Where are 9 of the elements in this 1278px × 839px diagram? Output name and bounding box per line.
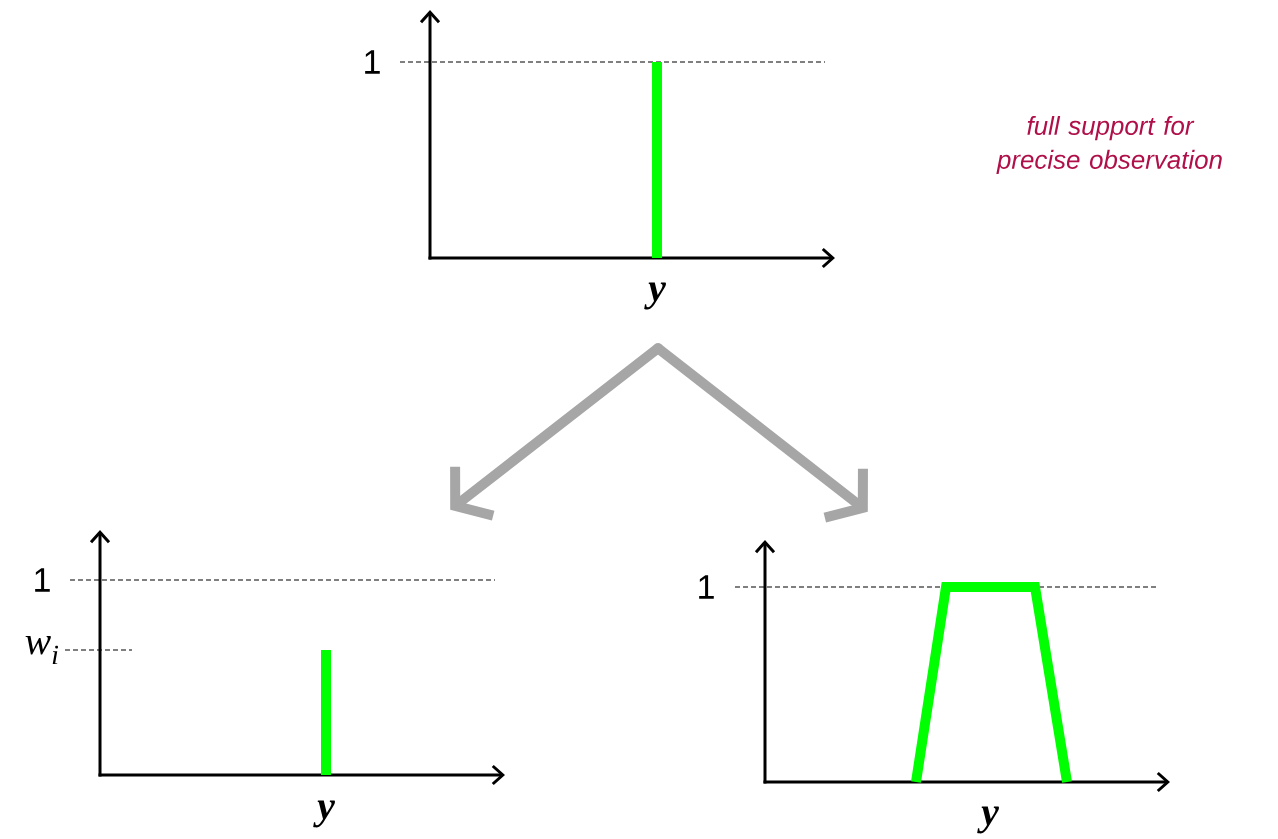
axis-label: y: [313, 800, 335, 828]
tick-label: w$_{i}$: [25, 635, 59, 665]
tick-label: 1: [365, 50, 380, 74]
tick-label: 1: [35, 568, 50, 592]
arrow: [653, 343, 868, 523]
axis-label: y: [977, 806, 999, 834]
tick-label: 1: [699, 575, 714, 599]
annotation-text: full support for precise observation: [996, 116, 1222, 174]
axis-label: y: [644, 282, 666, 310]
